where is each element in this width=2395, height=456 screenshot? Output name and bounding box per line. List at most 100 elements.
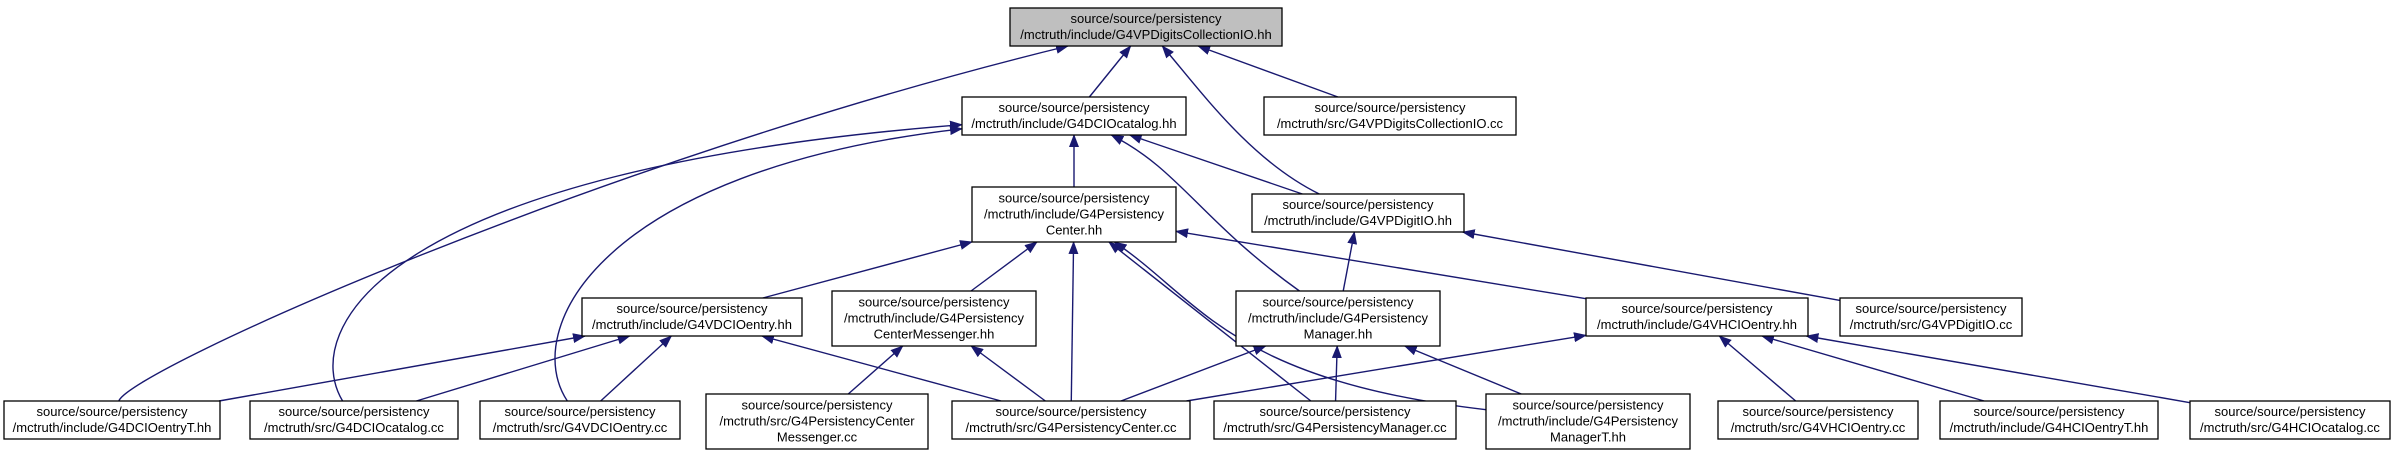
node-label-line: ManagerT.hh [1550, 430, 1626, 445]
node-box [705, 393, 929, 450]
node-vpdigitio-cc[interactable]: source/source/persistency/mctruth/src/G4… [1839, 297, 2023, 337]
node-persistencycenter-cc[interactable]: source/source/persistency/mctruth/src/G4… [951, 400, 1191, 440]
node-box [831, 290, 1037, 347]
edge-persistencycenter_cc-to-centermessenger_hh [970, 345, 1046, 402]
node-box [1717, 400, 1919, 440]
node-label-line: /mctruth/src/G4DCIOcatalog.cc [264, 420, 444, 435]
node-label-line: source/source/persistency [1742, 404, 1894, 419]
edge-centermessenger_cc-to-centermessenger_hh [847, 345, 904, 395]
node-dcioentryt-hh[interactable]: source/source/persistency/mctruth/includ… [3, 400, 221, 440]
node-box [1009, 7, 1283, 47]
node-label-line: source/source/persistency [36, 404, 188, 419]
edge-persistencycenter_cc-to-persistencycenter_hh [1068, 241, 1079, 402]
edge-vpdigitscollection_cc-to-root [1197, 45, 1339, 98]
node-label-line: source/source/persistency [1512, 398, 1664, 413]
node-vpdigitio-hh[interactable]: source/source/persistency/mctruth/includ… [1251, 193, 1465, 233]
edge-vdcioentry_cc-to-dcicatalog_hh [554, 125, 963, 402]
edge-vpdigitio_cc-to-vpdigitio_hh [1461, 229, 1841, 302]
edge-hcioentryt_hh-to-vhcioentry_hh [1760, 334, 1985, 402]
node-vdcioentry-hh[interactable]: source/source/persistency/mctruth/includ… [581, 297, 803, 337]
node-label-line: source/source/persistency [278, 404, 430, 419]
node-box [479, 400, 681, 440]
edge-managert_hh-to-persistencymanager_hh [1403, 345, 1522, 395]
node-hciocatalog-cc[interactable]: source/source/persistency/mctruth/src/G4… [2189, 400, 2391, 440]
edge-vpdigitio_hh-to-dcicatalog_hh [1128, 134, 1303, 195]
node-label-line: /mctruth/include/G4Persistency [1248, 311, 1428, 326]
node-label-line: source/source/persistency [2214, 404, 2366, 419]
node-label-line: Manager.hh [1304, 327, 1373, 342]
edge-dcioentryt_hh-to-vdcioentry_hh [218, 333, 586, 402]
node-label-line: source/source/persistency [998, 100, 1150, 115]
edge-hciocatalog_cc-to-vhcioentry_hh [1805, 333, 2191, 404]
node-box [2189, 400, 2391, 440]
edge-dcicatalog_hh-to-root [1088, 45, 1132, 98]
edge-vdcioentry_hh-to-persistencycenter_hh [762, 240, 973, 299]
edge-vpdigitio_hh-to-root [1161, 45, 1320, 195]
node-vpdigitscollection-cc[interactable]: source/source/persistency/mctruth/src/G4… [1263, 96, 1517, 136]
node-label-line: source/source/persistency [1259, 404, 1411, 419]
node-label-line: /mctruth/include/G4DCIOentryT.hh [13, 420, 212, 435]
node-label-line: source/source/persistency [1282, 197, 1434, 212]
edge-persistencymanager_cc-to-persistencymanager_hh [1331, 345, 1342, 402]
node-box [1213, 400, 1457, 440]
node-label-line: /mctruth/src/G4PersistencyCenter.cc [966, 420, 1177, 435]
edge-persistencycenter_cc-to-persistencymanager_hh [1120, 345, 1267, 402]
node-label-line: /mctruth/src/G4VDCIOentry.cc [493, 420, 668, 435]
node-label-line: /mctruth/include/G4VDCIOentry.hh [592, 317, 792, 332]
node-vhcioentry-cc[interactable]: source/source/persistency/mctruth/src/G4… [1717, 400, 1919, 440]
node-managert-hh[interactable]: source/source/persistency/mctruth/includ… [1485, 393, 1691, 450]
node-box [249, 400, 459, 440]
node-label-line: /mctruth/include/G4VHCIOentry.hh [1597, 317, 1797, 332]
node-label-line: /mctruth/src/G4VPDigitIO.cc [1850, 317, 2013, 332]
node-label-line: /mctruth/src/G4HCIOcatalog.cc [2200, 420, 2380, 435]
edge-dciocatalog_cc-to-vdcioentry_hh [416, 334, 631, 402]
edge-persistencymanager_hh-to-vpdigitio_hh [1342, 231, 1358, 292]
node-vhcioentry-hh[interactable]: source/source/persistency/mctruth/includ… [1585, 297, 1809, 337]
file-nodes: source/source/persistency/mctruth/includ… [3, 7, 2391, 450]
node-box [1263, 96, 1517, 136]
edge-persistencymanager_hh-to-dcicatalog_hh [1110, 134, 1300, 292]
node-label-line: source/source/persistency [1314, 100, 1466, 115]
node-label-line: source/source/persistency [1855, 301, 2007, 316]
node-box [1939, 400, 2159, 440]
node-label-line: /mctruth/include/G4DCIOcatalog.hh [971, 116, 1176, 131]
node-dciocatalog-cc[interactable]: source/source/persistency/mctruth/src/G4… [249, 400, 459, 440]
node-label-line: source/source/persistency [1070, 11, 1222, 26]
edge-dciocatalog_cc-to-dcicatalog_hh [332, 120, 963, 402]
node-label-line: /mctruth/include/G4HCIOentryT.hh [1950, 420, 2149, 435]
node-label-line: /mctruth/src/G4PersistencyManager.cc [1223, 420, 1447, 435]
node-box [951, 400, 1191, 440]
node-label-line: CenterMessenger.hh [874, 327, 995, 342]
node-box [1839, 297, 2023, 337]
node-label-line: source/source/persistency [995, 404, 1147, 419]
node-label-line: /mctruth/src/G4VHCIOentry.cc [1731, 420, 1906, 435]
node-label-line: source/source/persistency [1262, 295, 1414, 310]
node-label-line: /mctruth/include/G4Persistency [984, 207, 1164, 222]
node-box [3, 400, 221, 440]
node-persistencymanager-hh[interactable]: source/source/persistency/mctruth/includ… [1235, 290, 1441, 347]
node-label-line: /mctruth/include/G4VPDigitsCollectionIO.… [1020, 27, 1271, 42]
node-box [1485, 393, 1691, 450]
node-box [971, 186, 1177, 243]
node-persistencycenter-hh[interactable]: source/source/persistency/mctruth/includ… [971, 186, 1177, 243]
node-label-line: Messenger.cc [777, 430, 858, 445]
node-dcicatalog-hh[interactable]: source/source/persistency/mctruth/includ… [961, 96, 1187, 136]
node-box [1251, 193, 1465, 233]
node-box [1235, 290, 1441, 347]
edge-persistencymanager_cc-to-persistencycenter_hh [1108, 241, 1312, 402]
node-label-line: source/source/persistency [1973, 404, 2125, 419]
node-box [581, 297, 803, 337]
node-centermessenger-cc[interactable]: source/source/persistency/mctruth/src/G4… [705, 393, 929, 450]
node-label-line: source/source/persistency [858, 295, 1010, 310]
node-persistencymanager-cc[interactable]: source/source/persistency/mctruth/src/G4… [1213, 400, 1457, 440]
node-label-line: source/source/persistency [998, 191, 1150, 206]
node-label-line: /mctruth/include/G4Persistency [1498, 414, 1678, 429]
node-label-line: /mctruth/src/G4PersistencyCenter [719, 414, 915, 429]
node-label-line: /mctruth/src/G4VPDigitsCollectionIO.cc [1277, 116, 1504, 131]
node-centermessenger-hh[interactable]: source/source/persistency/mctruth/includ… [831, 290, 1037, 347]
node-root: source/source/persistency/mctruth/includ… [1009, 7, 1283, 47]
node-hcioentryt-hh[interactable]: source/source/persistency/mctruth/includ… [1939, 400, 2159, 440]
node-box [1585, 297, 1809, 337]
node-vdcioentry-cc[interactable]: source/source/persistency/mctruth/src/G4… [479, 400, 681, 440]
